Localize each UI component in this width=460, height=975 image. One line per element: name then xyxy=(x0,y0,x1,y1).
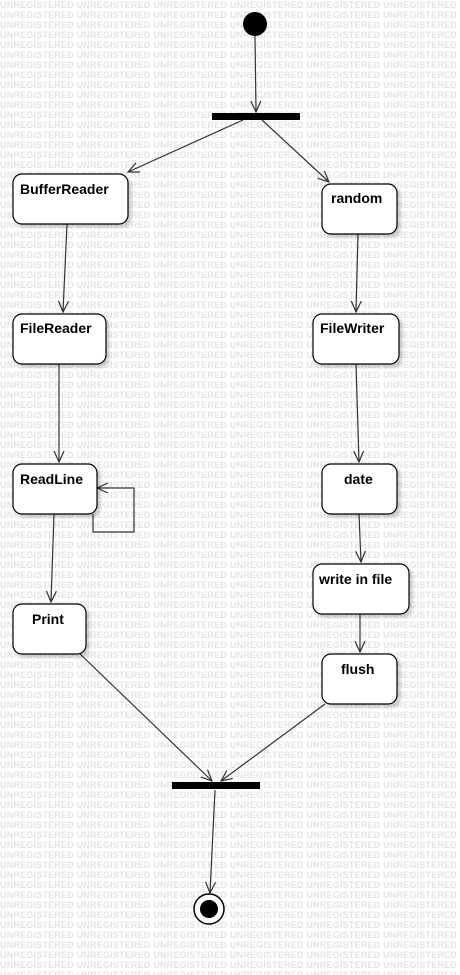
action-label: ReadLine xyxy=(20,471,83,487)
flow-flush-to-join[interactable] xyxy=(221,703,326,781)
action-label: BufferReader xyxy=(20,181,109,197)
action-filereader[interactable]: FileReader xyxy=(12,313,107,365)
flow-initial-to-fork[interactable] xyxy=(255,35,256,112)
action-flush[interactable]: flush xyxy=(321,653,398,705)
action-label: date xyxy=(344,471,373,487)
initial-node[interactable] xyxy=(243,12,267,36)
action-write-in-file[interactable]: write in file xyxy=(312,563,410,615)
flow-readline-to-print[interactable] xyxy=(51,513,54,602)
control-flows xyxy=(51,35,361,893)
action-bufferreader[interactable]: BufferReader xyxy=(12,173,129,225)
flow-join-to-final[interactable] xyxy=(210,789,215,893)
flow-fork-to-bufferreader[interactable] xyxy=(128,119,244,172)
flow-filewriter-to-date[interactable] xyxy=(356,363,359,462)
flow-random-to-filewriter[interactable] xyxy=(356,233,358,312)
action-filewriter[interactable]: FileWriter xyxy=(312,313,400,365)
flow-date-to-writeinfile[interactable] xyxy=(359,513,361,562)
flow-fork-to-random[interactable] xyxy=(261,119,329,182)
join-bar[interactable] xyxy=(172,782,260,789)
action-random[interactable]: random xyxy=(321,183,398,235)
action-readline[interactable]: ReadLine xyxy=(12,463,98,515)
fork-bar[interactable] xyxy=(212,113,300,120)
flow-readline-self-loop[interactable] xyxy=(92,488,135,533)
action-label: flush xyxy=(341,661,374,677)
action-label: Print xyxy=(32,611,64,627)
action-print[interactable]: Print xyxy=(12,603,87,655)
final-node[interactable] xyxy=(193,893,225,925)
action-label: FileWriter xyxy=(320,320,385,336)
action-label: FileReader xyxy=(20,320,92,336)
action-date[interactable]: date xyxy=(321,463,398,515)
flow-print-to-join[interactable] xyxy=(79,653,212,781)
flow-bufferreader-to-filereader[interactable] xyxy=(63,223,67,312)
action-label: random xyxy=(331,190,382,206)
action-label: write in file xyxy=(318,571,392,587)
